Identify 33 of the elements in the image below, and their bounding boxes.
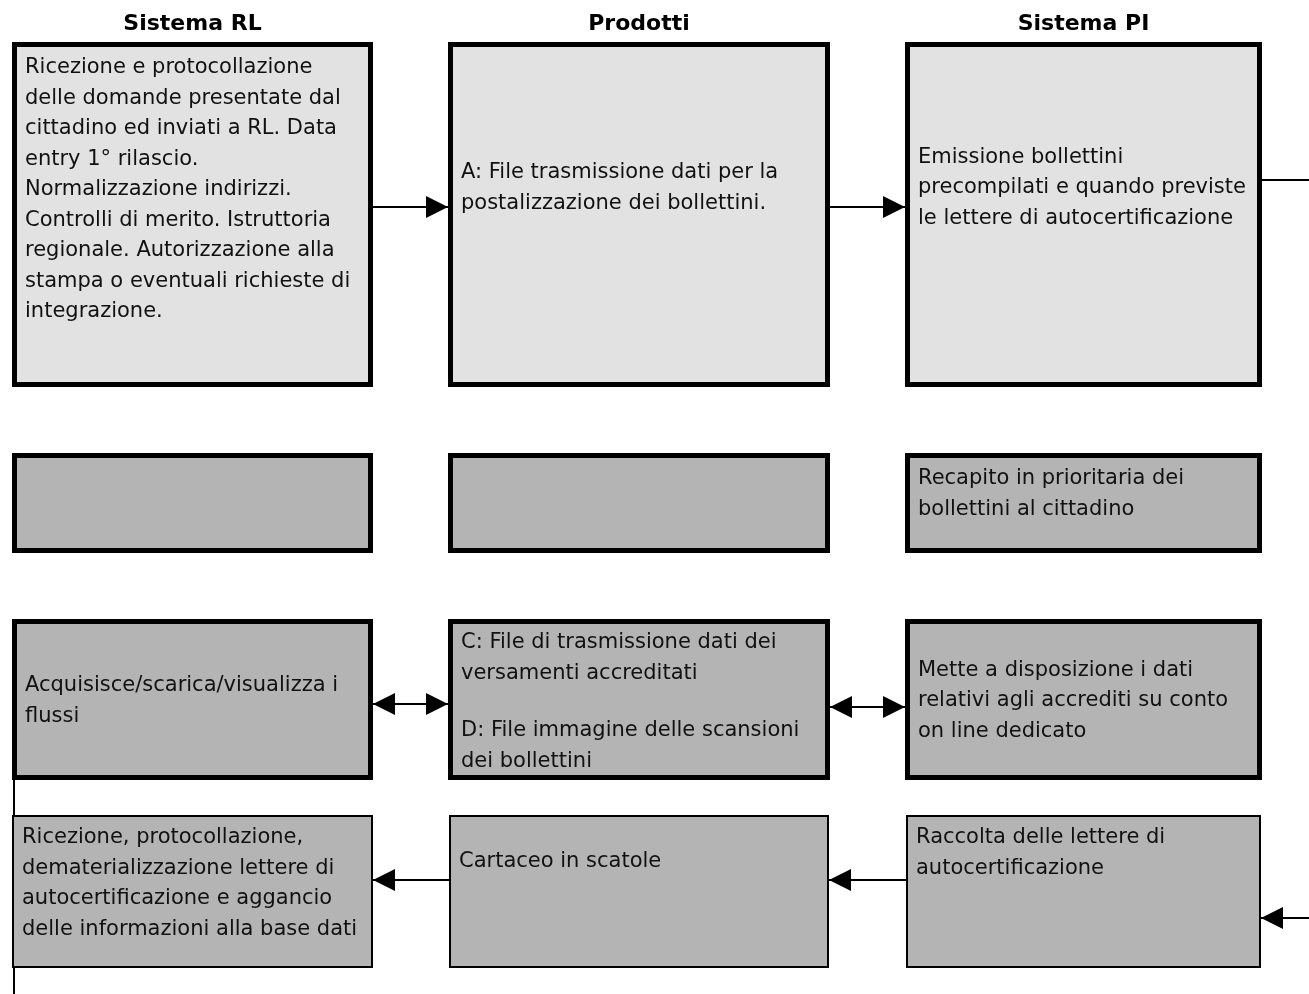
box-text: D: File immagine delle scansioni dei bollettini xyxy=(461,716,801,774)
box-text: C: File di trasmissione dati dei versamenti accreditati xyxy=(461,628,778,686)
box-text: Recapito in prioritaria dei bollettini al cittadino xyxy=(918,464,1186,522)
empty-box xyxy=(448,453,830,553)
process-box xyxy=(906,815,1261,968)
box-text: Raccolta delle lettere di autocertificazione xyxy=(916,823,1167,881)
process-box xyxy=(448,619,830,780)
arrow xyxy=(1260,907,1309,929)
process-box xyxy=(448,42,830,387)
box-text: Acquisisce/scarica/visualizza i flussi xyxy=(25,671,340,729)
box-text: Cartaceo in scatole xyxy=(459,847,663,874)
box-text: Ricezione, protocollazione, dematerializzazione lettere di autocertificazione e aggancio delle informazioni alla base dati xyxy=(22,823,359,942)
box-text: A: File trasmissione dati per la postalizzazione dei bollettini. xyxy=(461,158,780,216)
process-box xyxy=(905,619,1262,780)
process-box xyxy=(905,42,1262,387)
box-text: Emissione bollettini precompilati e quando previste le lettere di autocertificazione xyxy=(918,142,1247,231)
process-box xyxy=(12,815,373,968)
box-text: Mette a disposizione i dati relativi agli accrediti su conto on line dedicato xyxy=(918,655,1230,744)
empty-box xyxy=(12,453,373,553)
arrow xyxy=(372,869,450,891)
process-box xyxy=(905,453,1262,553)
arrow xyxy=(829,696,906,718)
column-heading: Sistema PI xyxy=(1016,10,1151,35)
arrow xyxy=(372,693,449,715)
arrow xyxy=(372,196,449,218)
arrow xyxy=(828,869,907,891)
column-heading: Prodotti xyxy=(587,10,691,35)
box-text: Ricezione e protocollazione delle domande presentate dal cittadino ed inviati a RL. Data entry 1° rilascio. Normalizzazione indirizzi. Controlli di merito. Istruttoria regionale. Autorizzazione alla stampa o eventuali richieste di integrazione. xyxy=(25,53,352,324)
process-box xyxy=(449,815,829,968)
column-heading: Sistema RL xyxy=(122,10,263,35)
process-box xyxy=(12,619,373,780)
arrow xyxy=(829,196,906,218)
process-box xyxy=(12,42,373,387)
